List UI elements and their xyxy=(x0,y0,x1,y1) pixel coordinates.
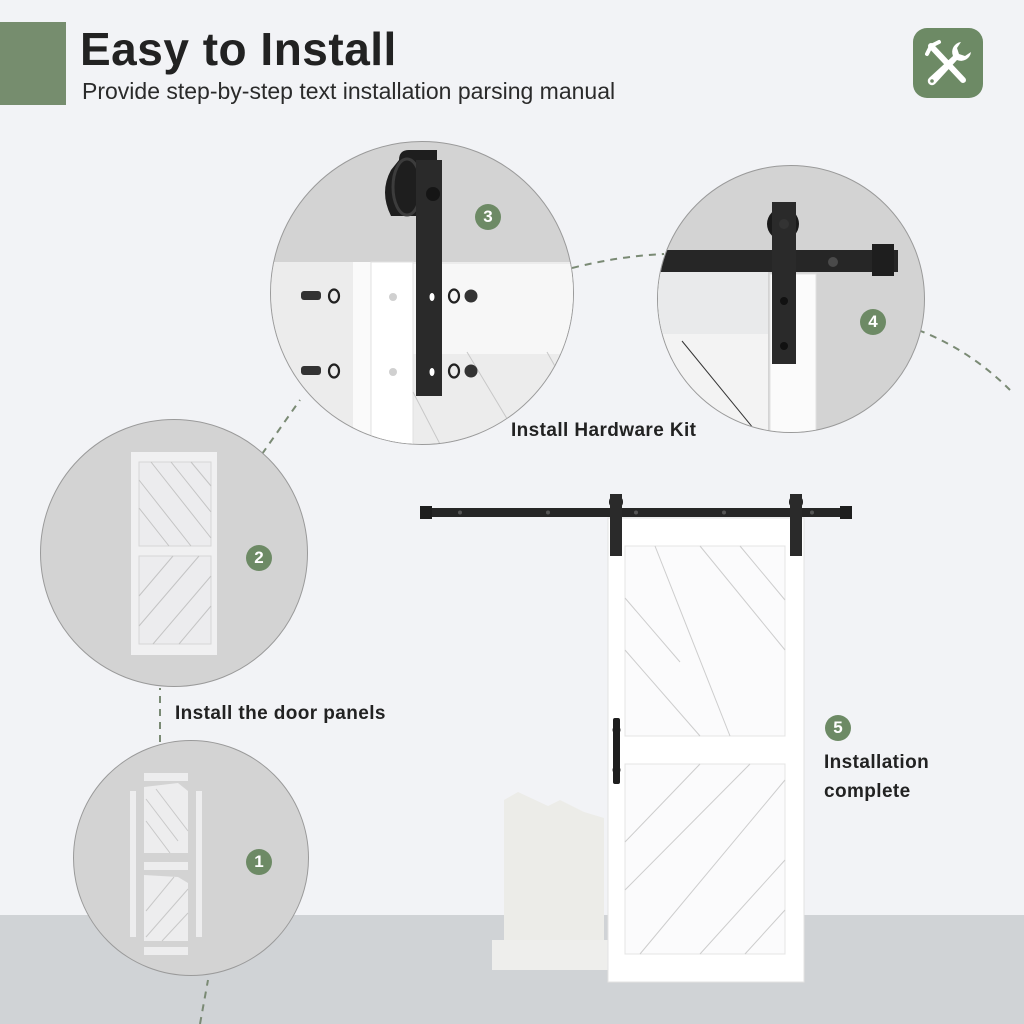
step-5-label-line2: complete xyxy=(824,781,911,802)
step-1-circle: 1 xyxy=(73,740,309,976)
page-subtitle: Provide step-by-step text installation p… xyxy=(82,78,616,104)
step-5-label-line1: Installation xyxy=(824,752,930,773)
step-4-circle: 4 xyxy=(657,165,925,433)
step-5-number-badge: 5 xyxy=(825,715,851,741)
step-2-label: Install the door panels xyxy=(175,703,386,724)
header-accent-block xyxy=(0,22,66,105)
step-3-number-badge: 3 xyxy=(475,204,501,230)
step-2-number-badge: 2 xyxy=(246,545,272,571)
page-title: Easy to Install xyxy=(80,23,397,75)
door-panel-illustration xyxy=(131,452,217,655)
door-parts-illustration xyxy=(130,773,202,955)
step-1-number-badge: 1 xyxy=(246,849,272,875)
tools-icon xyxy=(913,28,983,98)
step-3-circle: 3 xyxy=(270,141,574,445)
step-4-label: Install Hardware Kit xyxy=(511,420,697,441)
step-4-number-badge: 4 xyxy=(860,309,886,335)
step-2-circle: 2 xyxy=(40,419,308,687)
